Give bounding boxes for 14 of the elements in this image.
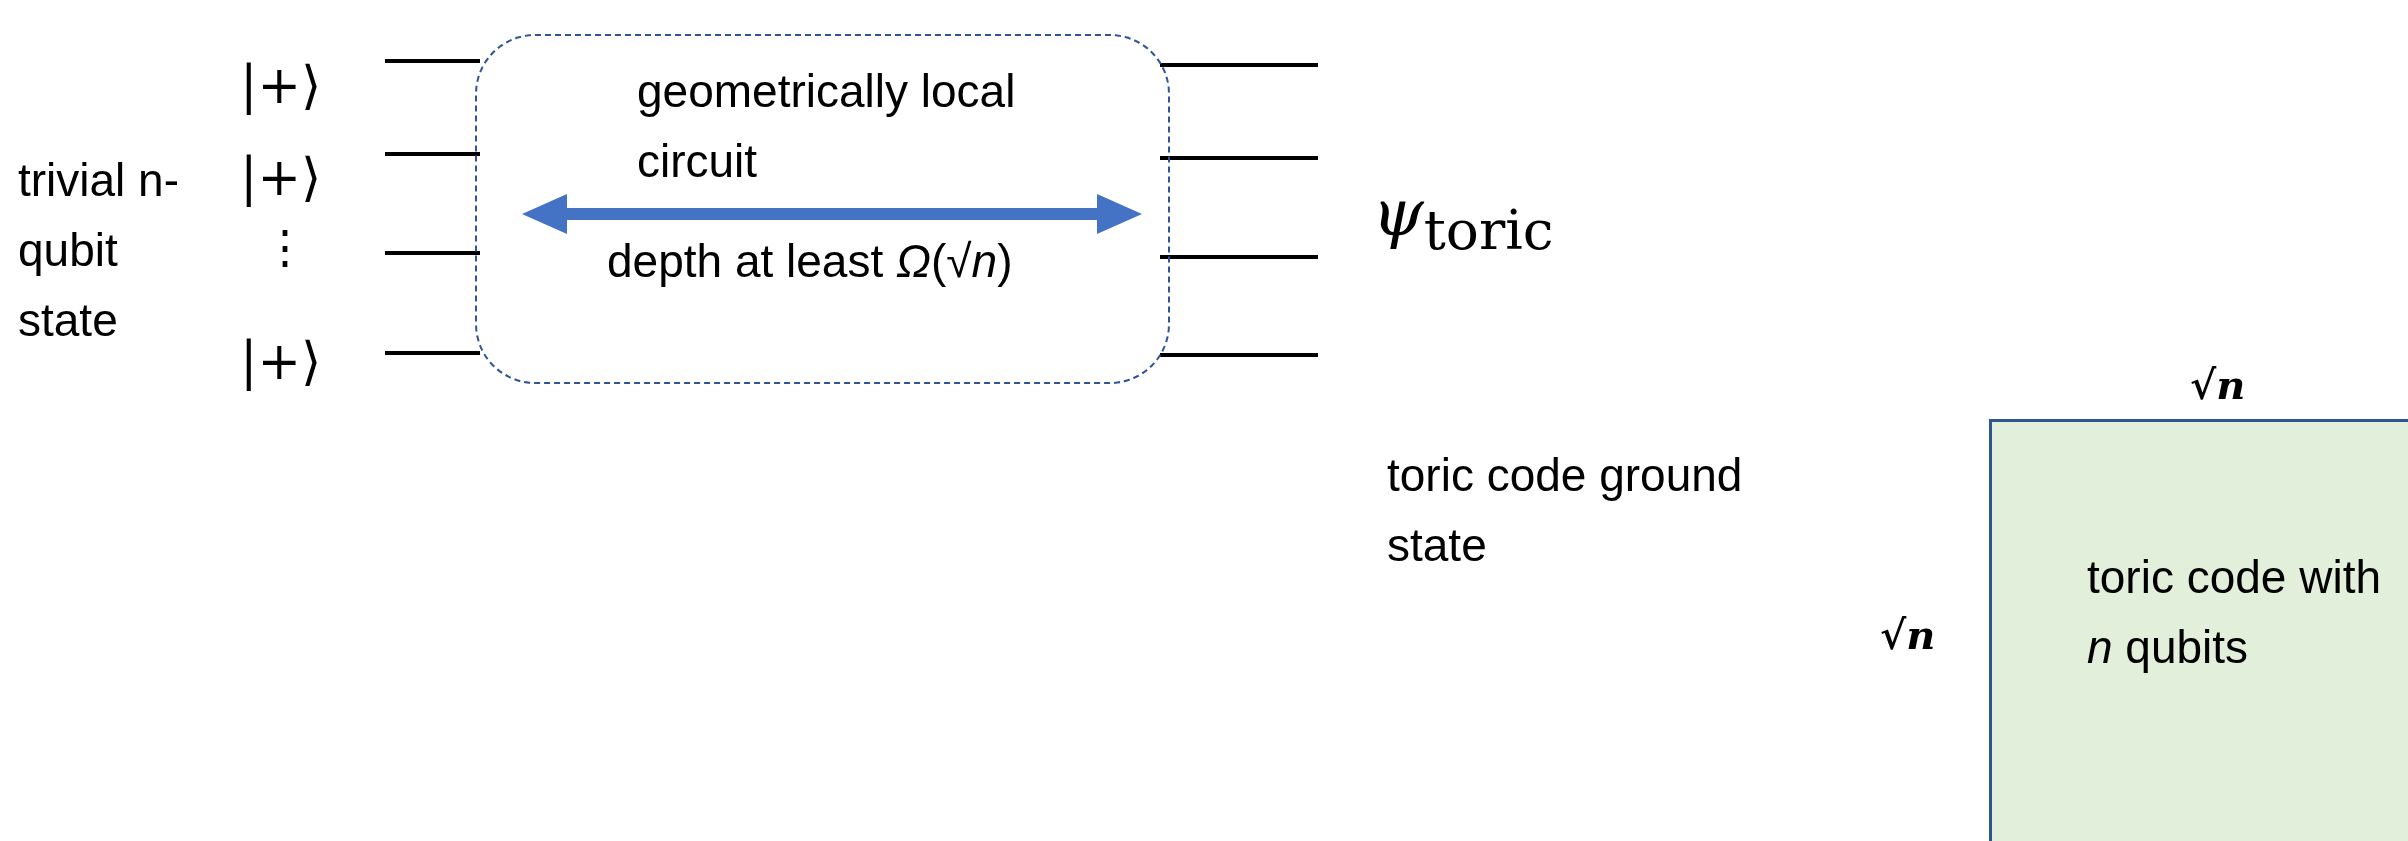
ket-label: |+⟩: [240, 146, 323, 209]
circuit-box: [475, 34, 1170, 384]
circuit-title: geometrically local circuit: [637, 64, 1017, 189]
state-label: toric code ground state: [1387, 448, 1744, 573]
lattice-square: [1989, 419, 2408, 841]
dimension-label: √n: [2190, 360, 2247, 410]
state-symbol: ψ$_{toric}$: [1372, 178, 1555, 265]
ket-label: |+⟩: [240, 330, 323, 393]
ket-label: |+⟩: [240, 54, 323, 117]
ellipsis-label: ⋮: [262, 220, 302, 275]
lattice-text: toric code with n qubits: [2087, 550, 2382, 675]
dimension-label: √n: [1880, 610, 1937, 660]
depth-text: depth at least Ω(√n): [607, 234, 1014, 289]
state-label: trivial n-qubit state: [18, 153, 181, 348]
